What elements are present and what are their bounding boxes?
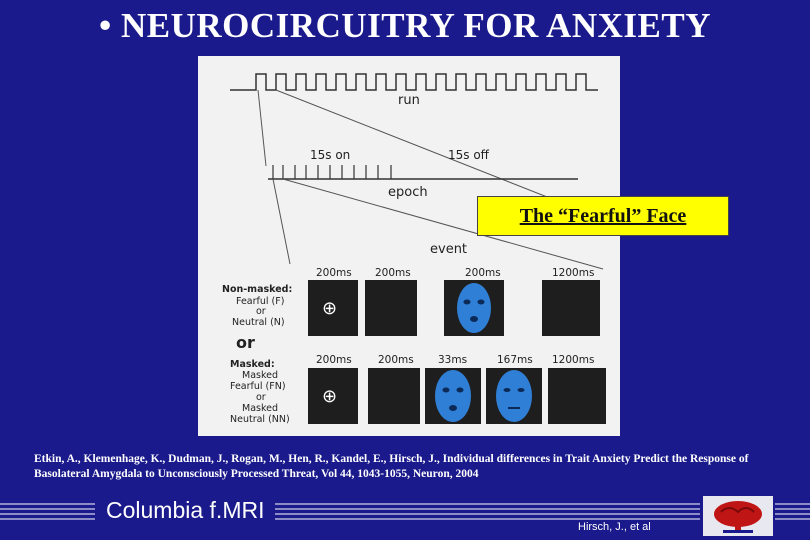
masked-timings: 200ms 200ms 33ms 167ms 1200ms: [316, 354, 594, 366]
masked-line5: Neutral (NN): [230, 414, 290, 425]
on-label: 15s on: [310, 148, 350, 162]
fixation-cross-icon: ⊕: [322, 298, 337, 319]
nonmasked-line1: Fearful (F): [236, 296, 284, 307]
event-zoom-line-left: [272, 178, 291, 265]
epoch-ticks: [272, 165, 392, 179]
masked-timing: 200ms: [316, 354, 352, 366]
epoch-label: epoch: [388, 185, 428, 200]
nonmasked-timing: 200ms: [316, 267, 352, 279]
blank-frame: [368, 368, 420, 424]
run-square-wave: [230, 73, 598, 91]
masked-line4: Masked: [242, 403, 278, 414]
nonmasked-timing: 200ms: [375, 267, 411, 279]
neutral-mask-face-image: [496, 370, 532, 422]
masked-line1: Masked: [242, 370, 278, 381]
masked-heading: Masked:: [230, 359, 275, 370]
nonmasked-timings: 200ms 200ms 200ms 1200ms: [316, 267, 594, 279]
brain-logo-icon: [703, 496, 773, 536]
fearful-face-image: [457, 283, 491, 333]
masked-timing: 200ms: [378, 354, 414, 366]
footer-rule-lines: [0, 503, 810, 520]
nonmasked-line3: Neutral (N): [232, 317, 285, 328]
epoch-zoom-line-right: [275, 89, 571, 207]
masked-fearful-face-image: [435, 370, 471, 422]
run-label: run: [398, 93, 420, 108]
citation-text: Etkin, A., Klemenhage, K., Dudman, J., R…: [34, 453, 749, 480]
blank-frame: [542, 280, 600, 336]
fixation-frame: [308, 368, 358, 424]
nonmasked-line2: or: [256, 306, 266, 317]
blank-frame: [548, 368, 606, 424]
brand-label: Columbia f.MRI: [100, 497, 271, 524]
fixation-frame: [308, 280, 358, 336]
epoch-zoom-line-left: [257, 89, 267, 167]
fearful-face-callout: The “Fearful” Face: [477, 196, 729, 236]
masked-line2: Fearful (FN): [230, 381, 286, 392]
event-zoom-line-right: [282, 178, 604, 270]
slide-title: • NEUROCIRCUITRY FOR ANXIETY: [99, 6, 711, 45]
masked-timing: 33ms: [438, 354, 467, 366]
masked-timing: 167ms: [497, 354, 533, 366]
experiment-diagram: run 15s on 15s off epoch event: [198, 56, 620, 436]
event-label: event: [430, 242, 467, 257]
off-label: 15s off: [448, 148, 490, 162]
nonmasked-timing: 1200ms: [552, 267, 594, 279]
blank-frame: [365, 280, 417, 336]
masked-line3: or: [256, 392, 266, 403]
fixation-cross-icon: ⊕: [322, 386, 337, 407]
nonmasked-heading: Non-masked:: [222, 284, 292, 295]
paradigm-figure: run 15s on 15s off epoch event: [222, 73, 606, 425]
nonmasked-timing: 200ms: [465, 267, 501, 279]
masked-timing: 1200ms: [552, 354, 594, 366]
or-label: or: [236, 333, 255, 352]
credit-label: Hirsch, J., et al: [578, 521, 651, 533]
